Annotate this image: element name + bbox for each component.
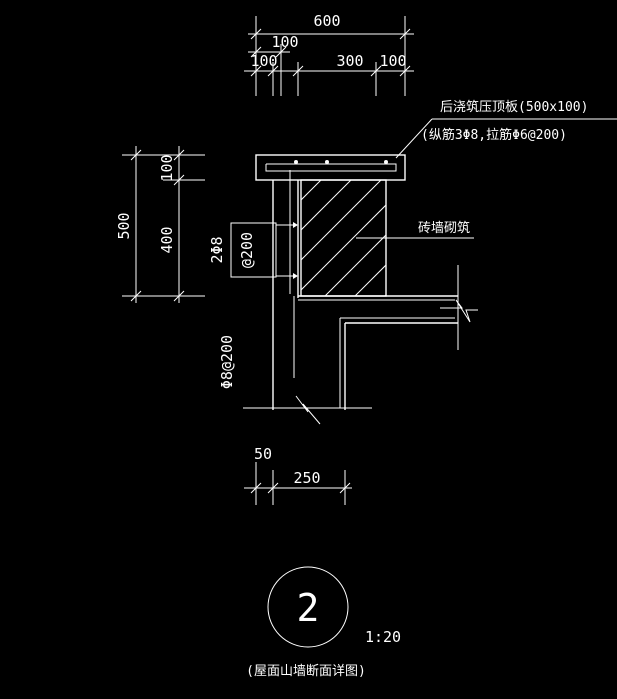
top-tick (250, 65, 262, 77)
left-tick (130, 290, 142, 302)
left-tick (130, 149, 142, 161)
coping-long-bar (325, 160, 329, 164)
stirrup-callout: 2Φ8 @200 (208, 222, 298, 279)
stirrup-arrow (293, 273, 298, 279)
coping-note-line2: (纵筋3Φ8,拉筋Φ6@200) (421, 127, 567, 143)
top-left-dim-text: 100 (250, 52, 277, 70)
left-overall-dim-text: 500 (115, 212, 133, 239)
top-offset-dim-text: 100 (271, 33, 298, 51)
stirrup-callout-box (230, 222, 277, 278)
stirrup-label-line1: 2Φ8 (208, 236, 226, 263)
coping-note-line1: 后浇筑压顶板(500x100) (440, 99, 588, 115)
masonry-note: 砖墙砌筑 (356, 220, 474, 239)
top-tick (399, 28, 411, 40)
coping-long-bar (294, 160, 298, 164)
detail-marker: 2 1:20 (屋面山墙断面详图) (246, 566, 401, 679)
stirrup-arrow (293, 222, 298, 228)
masonry-hatch (301, 180, 386, 296)
coping-note-leader (395, 118, 433, 159)
top-dimension-group: 600 100 100 300 100 (244, 12, 414, 96)
coping-note: 后浇筑压顶板(500x100) (纵筋3Φ8,拉筋Φ6@200) (395, 99, 617, 159)
top-right-dim-text: 100 (379, 52, 406, 70)
bottom-tick (267, 482, 279, 494)
top-middle-dim-text: 300 (336, 52, 363, 70)
concrete-wall (243, 170, 478, 425)
break-line-bottom (295, 395, 321, 425)
left-lower-dim-text: 400 (158, 226, 176, 253)
masonry-label: 砖墙砌筑 (418, 220, 470, 236)
coping-slab (255, 154, 406, 181)
coping-slab-outline (255, 154, 406, 181)
left-tick (173, 174, 185, 186)
bottom-dimension-group: 50 250 (244, 445, 352, 505)
top-tick (399, 65, 411, 77)
coping-rebar-loop (265, 163, 397, 172)
left-upper-dim-text: 100 (158, 154, 176, 181)
top-tick (250, 46, 262, 58)
top-tick (250, 28, 262, 40)
left-tick (173, 290, 185, 302)
coping-long-bar (384, 160, 388, 164)
break-line-right (440, 299, 478, 323)
scale-label: 1:20 (365, 628, 401, 646)
detail-circle (267, 566, 349, 648)
detail-number: 2 (297, 586, 320, 630)
left-tick (173, 149, 185, 161)
bottom-offset-dim-text: 50 (254, 445, 272, 463)
vertical-bar-label: Φ8@200 (218, 335, 236, 389)
top-overall-dim-text: 600 (313, 12, 340, 30)
stirrup-label-line2: @200 (238, 232, 256, 268)
bottom-tick (339, 482, 351, 494)
detail-caption: (屋面山墙断面详图) (246, 664, 366, 679)
bottom-tick (250, 482, 262, 494)
left-dimension-group: 500 100 400 (115, 146, 205, 303)
bottom-width-dim-text: 250 (293, 469, 320, 487)
